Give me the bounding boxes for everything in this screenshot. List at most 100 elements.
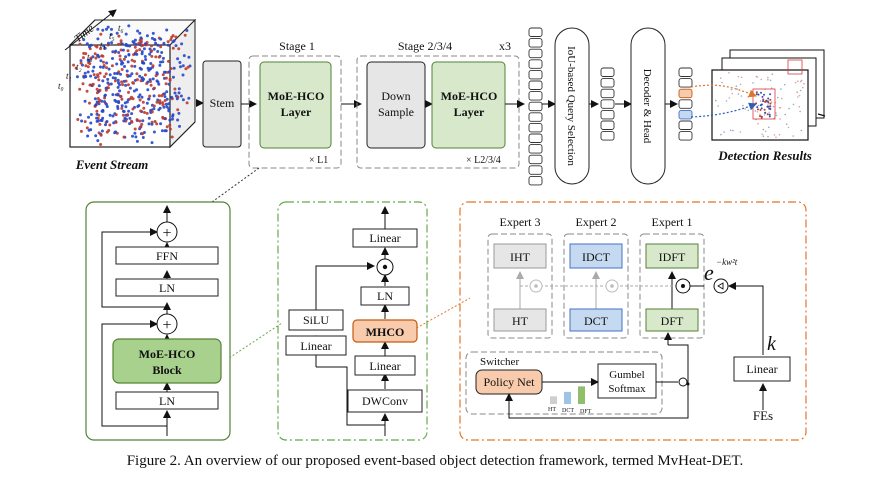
event-point	[149, 67, 152, 71]
event-point	[125, 73, 129, 77]
result-speck	[768, 113, 771, 116]
event-point	[143, 55, 147, 58]
event-point	[140, 52, 144, 56]
event-point	[171, 46, 175, 50]
result-speck	[779, 106, 781, 109]
moe-hco-block-line1: MoE-HCO	[139, 347, 196, 361]
hco-linear-top-label: Linear	[369, 231, 400, 245]
token	[600, 120, 615, 130]
event-point	[128, 74, 132, 78]
event-point	[150, 122, 154, 126]
event-point	[101, 28, 105, 32]
event-point	[150, 110, 154, 114]
t-label-6: t₆	[118, 23, 124, 33]
event-point	[116, 107, 120, 110]
event-point	[89, 56, 93, 60]
result-speck	[762, 100, 765, 103]
result-speck	[768, 111, 770, 114]
event-point	[137, 41, 141, 45]
event-point	[118, 94, 122, 98]
gate-bar	[578, 386, 585, 404]
event-point	[96, 37, 100, 41]
event-point	[171, 114, 175, 118]
event-point	[97, 84, 101, 88]
token	[528, 154, 543, 165]
event-point	[151, 31, 155, 35]
event-point	[161, 103, 165, 107]
t-label-5: t₅	[109, 31, 115, 41]
event-point	[170, 95, 174, 99]
event-point	[139, 79, 143, 83]
result-speck	[760, 78, 763, 81]
mhco-box	[352, 319, 418, 343]
event-point	[177, 111, 181, 115]
token	[600, 131, 615, 141]
switcher-arrows	[505, 344, 689, 419]
event-point	[85, 89, 89, 93]
dct-label: DCT	[584, 314, 609, 328]
event-point	[127, 53, 131, 56]
event-point	[136, 29, 140, 33]
result-speck	[739, 131, 742, 133]
event-point	[133, 64, 137, 68]
stage234-multiplier: x3	[499, 39, 511, 53]
event-point	[151, 64, 155, 68]
time-tick-labels: t₀ t₁ t₂ t₃ t₄ t₅ t₆	[58, 23, 124, 91]
result-speck	[721, 81, 723, 84]
result-speck	[799, 89, 802, 92]
decoder-head-label: Decoder & Head	[641, 69, 653, 144]
svg-text:+: +	[162, 317, 171, 334]
result-speck	[778, 133, 781, 136]
event-point	[117, 101, 121, 105]
event-point	[114, 100, 118, 103]
event-point	[78, 87, 82, 91]
event-point	[95, 116, 99, 120]
event-point	[179, 94, 183, 98]
event-point	[115, 72, 119, 75]
event-point	[161, 101, 165, 105]
ffn-label: FFN	[156, 249, 178, 263]
event-point	[172, 66, 176, 70]
event-point	[83, 120, 87, 124]
event-point	[186, 65, 190, 69]
event-point	[115, 62, 119, 66]
event-point	[156, 98, 160, 102]
expert-internal-arrows	[516, 271, 704, 345]
event-point	[185, 29, 189, 32]
event-point	[100, 54, 104, 58]
event-point	[89, 74, 93, 78]
event-stream-label: Event Stream	[75, 157, 149, 172]
event-point	[135, 52, 139, 56]
event-point	[74, 66, 78, 70]
stage1-repeat: × L1	[309, 155, 328, 166]
stage234-repeat: × L2/3/4	[466, 155, 501, 166]
event-point	[144, 58, 148, 61]
event-point	[115, 31, 119, 35]
gate-bar	[564, 391, 571, 404]
token	[600, 88, 615, 99]
event-point	[179, 65, 182, 69]
event-point	[75, 75, 79, 79]
event-point	[120, 68, 124, 71]
event-point	[170, 35, 174, 39]
event-point	[177, 47, 181, 51]
event-point	[163, 95, 167, 99]
result-speck	[767, 105, 770, 108]
event-point	[135, 118, 139, 122]
stage234-frame	[356, 55, 520, 169]
event-point	[125, 100, 129, 104]
event-point	[155, 71, 159, 75]
event-point	[127, 90, 130, 94]
event-point	[87, 59, 91, 63]
event-point	[141, 61, 144, 65]
ln-top-box	[115, 278, 219, 297]
event-point	[105, 61, 109, 65]
event-point	[164, 102, 168, 106]
event-point	[119, 48, 123, 52]
result-speck	[787, 126, 790, 129]
result-speck	[767, 76, 769, 79]
iht-box	[493, 243, 547, 269]
event-point	[178, 124, 181, 128]
event-point	[117, 81, 120, 85]
detection-results-label: Detection Results	[717, 148, 812, 163]
